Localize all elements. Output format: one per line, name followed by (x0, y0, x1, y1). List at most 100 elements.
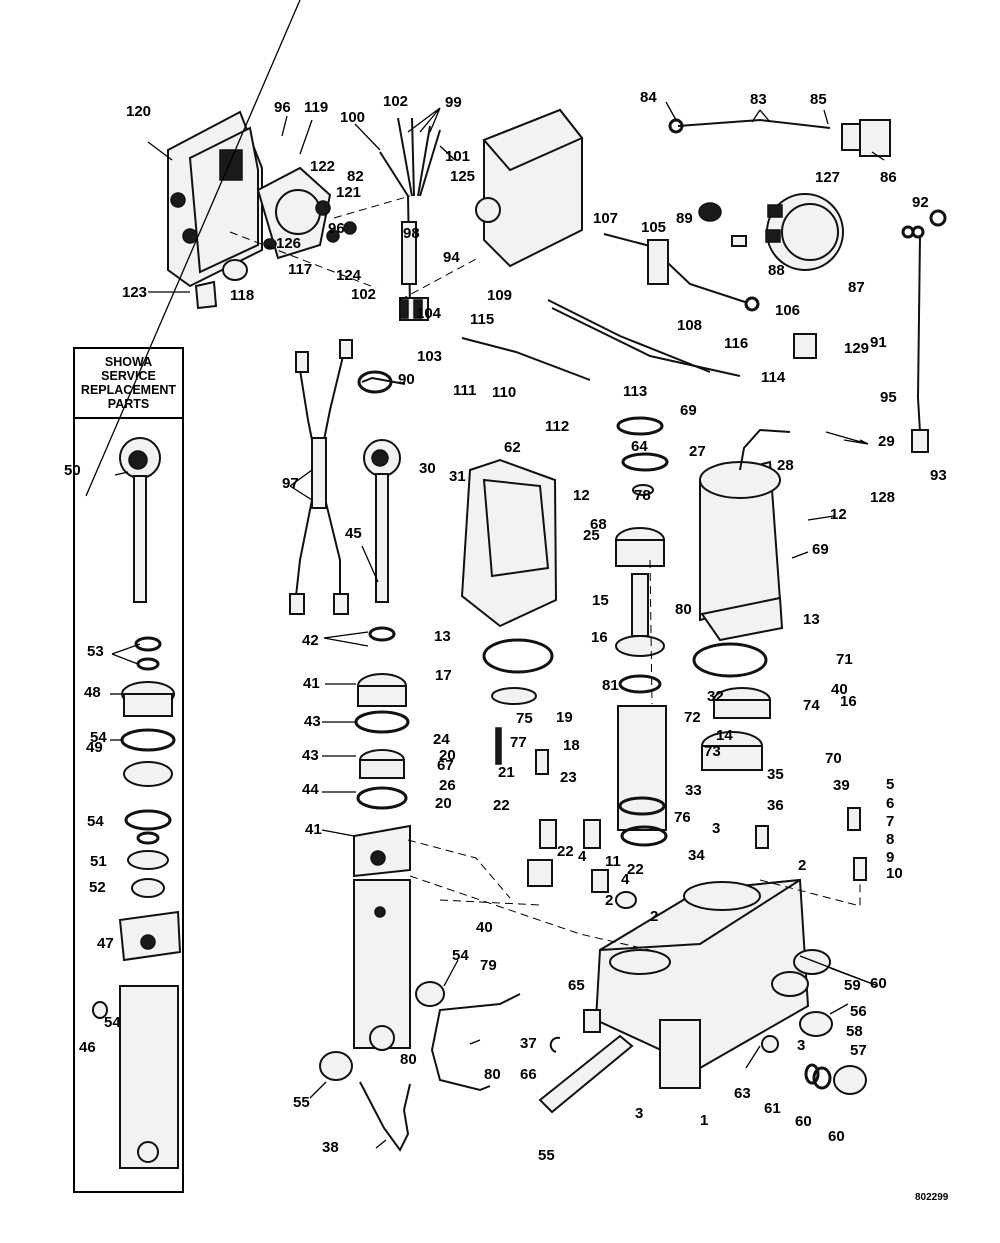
callout-85: 85 (810, 91, 827, 108)
kit-box-parts (92, 437, 182, 1169)
callout-80: 80 (484, 1066, 501, 1083)
callout-104: 104 (416, 305, 442, 322)
callout-24: 24 (433, 731, 450, 748)
callout-71: 71 (836, 651, 853, 668)
callout-18: 18 (563, 737, 580, 754)
callout-105: 105 (641, 219, 666, 236)
callout-109: 109 (487, 287, 512, 304)
callout-23: 23 (560, 769, 577, 786)
callout-1: 1 (700, 1112, 708, 1129)
callout-14: 14 (716, 727, 733, 744)
callout-56: 56 (850, 1003, 867, 1020)
callout-54: 54 (87, 813, 104, 830)
callout-73: 73 (704, 743, 721, 760)
callout-43: 43 (302, 747, 319, 764)
callout-3: 3 (712, 820, 720, 837)
callout-33: 33 (685, 782, 702, 799)
callout-100: 100 (340, 109, 365, 126)
callout-29: 29 (878, 433, 895, 450)
valve-parts-cluster (482, 638, 867, 909)
callout-79: 79 (480, 957, 497, 974)
callout-11: 11 (605, 853, 621, 870)
callout-116: 116 (724, 335, 748, 352)
callout-54: 54 (452, 947, 469, 964)
trim-gauge-part (765, 193, 844, 271)
callout-121: 121 (336, 184, 361, 201)
callout-30: 30 (419, 460, 436, 477)
callout-34: 34 (688, 847, 705, 864)
callout-128: 128 (870, 489, 895, 506)
trim-rod-part (363, 439, 401, 603)
callout-96: 96 (328, 220, 345, 237)
callout-35: 35 (767, 766, 784, 783)
kit-box-title: SHOWA SERVICE REPLACEMENT PARTS (75, 349, 182, 419)
callout-19: 19 (556, 709, 573, 726)
callout-126: 126 (276, 235, 301, 252)
callout-9: 9 (886, 849, 894, 866)
callout-leader-lines (85, 0, 885, 1149)
callout-54: 54 (104, 1014, 121, 1031)
callout-80: 80 (675, 601, 692, 618)
callout-4: 4 (578, 848, 587, 865)
callout-60: 60 (828, 1128, 845, 1145)
callout-125: 125 (450, 168, 475, 185)
callout-64: 64 (631, 438, 648, 455)
callout-47: 47 (97, 935, 114, 952)
callout-20: 20 (435, 795, 452, 812)
callout-39: 39 (833, 777, 850, 794)
callout-102: 102 (383, 93, 408, 110)
alignment-dashed-lines (229, 195, 861, 951)
callout-32: 32 (707, 688, 724, 705)
callout-58: 58 (846, 1023, 863, 1040)
callout-117: 117 (288, 261, 312, 278)
callout-13: 13 (803, 611, 820, 628)
callout-10: 10 (886, 865, 903, 882)
callout-44: 44 (302, 781, 319, 798)
callout-84: 84 (640, 89, 657, 106)
callout-127: 127 (815, 169, 840, 186)
reservoir-and-gear-parts (615, 416, 669, 847)
callout-59: 59 (844, 977, 861, 994)
callout-124: 124 (336, 267, 362, 284)
callout-16: 16 (591, 629, 608, 646)
callout-99: 99 (445, 94, 462, 111)
gauge-lead-wires (603, 118, 947, 453)
callout-118: 118 (230, 287, 254, 304)
callout-82: 82 (347, 168, 364, 185)
callout-97: 97 (282, 475, 299, 492)
callout-69: 69 (680, 402, 697, 419)
callout-28: 28 (777, 457, 794, 474)
callout-57: 57 (850, 1042, 867, 1059)
callout-22: 22 (627, 861, 644, 878)
callout-96: 96 (274, 99, 291, 116)
callout-66: 66 (520, 1066, 537, 1083)
callout-77: 77 (510, 734, 527, 751)
callout-92: 92 (912, 194, 929, 211)
callout-113: 113 (623, 383, 647, 400)
callout-62: 62 (504, 439, 521, 456)
callout-63: 63 (734, 1085, 751, 1102)
callout-91: 91 (870, 334, 887, 351)
callout-49: 49 (86, 739, 103, 756)
cylinder-seals-stack (354, 626, 410, 810)
callout-70: 70 (825, 750, 842, 767)
callout-107: 107 (593, 210, 618, 227)
callout-114: 114 (761, 369, 786, 386)
callout-27: 27 (689, 443, 706, 460)
callout-21: 21 (498, 764, 515, 781)
callout-4: 4 (621, 871, 630, 888)
callout-12: 12 (830, 506, 847, 523)
callout-2: 2 (798, 857, 806, 874)
callout-123: 123 (122, 284, 147, 301)
callout-108: 108 (677, 317, 702, 334)
callout-93: 93 (930, 467, 947, 484)
callout-12: 12 (573, 487, 590, 504)
callout-81: 81 (602, 677, 619, 694)
hoses-and-pin-parts (319, 981, 634, 1152)
callout-87: 87 (848, 279, 865, 296)
callout-72: 72 (684, 709, 701, 726)
callout-labels: 1222333445678910111212131314151616171819… (64, 89, 947, 1164)
callout-52: 52 (89, 879, 106, 896)
callout-111: 111 (453, 382, 476, 399)
